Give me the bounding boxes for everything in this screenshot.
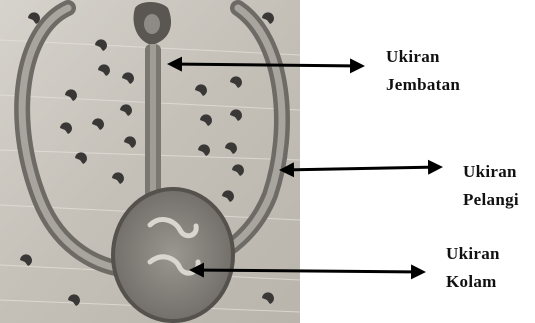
- label-pelangi-line2: Pelangi: [463, 186, 519, 214]
- top-flower-center: [144, 14, 160, 34]
- label-ukiran-jembatan: Ukiran Jembatan: [386, 43, 460, 99]
- label-jembatan-line1: Ukiran: [386, 43, 460, 71]
- label-ukiran-kolam: Ukiran Kolam: [446, 240, 500, 296]
- carving-photo-svg: [0, 0, 300, 323]
- label-pelangi-line1: Ukiran: [463, 158, 519, 186]
- arrow-pelangi: [282, 167, 440, 170]
- bridge-stem-highlight: [150, 44, 156, 204]
- carving-photo: [0, 0, 300, 323]
- label-kolam-line2: Kolam: [446, 268, 500, 296]
- label-jembatan-line2: Jembatan: [386, 71, 460, 99]
- label-ukiran-pelangi: Ukiran Pelangi: [463, 158, 519, 214]
- pond-carving: [113, 189, 233, 321]
- label-kolam-line1: Ukiran: [446, 240, 500, 268]
